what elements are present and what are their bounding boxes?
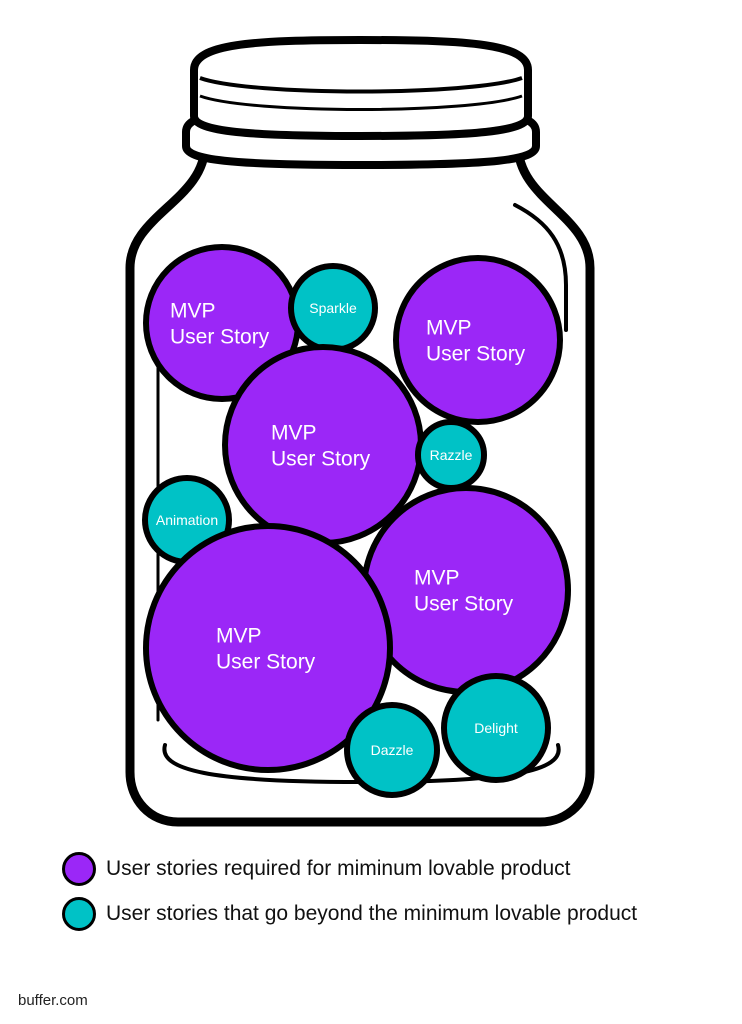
bubble-label: MVP [216,624,262,647]
mvp-bubble: MVP User Story [143,244,301,402]
beyond-bubble: Razzle [415,419,487,491]
mvp-bubble: MVP User Story [143,523,393,773]
bubble-circle [344,702,440,798]
bubble-label: User Story [426,342,526,365]
bubble-label: Razzle [430,447,473,463]
bubble-label: User Story [216,650,316,673]
bubble-circle [441,673,551,783]
lid-thread-1 [199,76,523,94]
bubble-label: MVP [414,566,460,589]
bubble-label: User Story [271,447,371,470]
mvp-bubble: MVP User Story [393,255,563,425]
beyond-bubble: Dazzle [344,702,440,798]
legend-label-mvp: User stories required for miminum lovabl… [106,857,571,880]
bubble-label: MVP [170,299,216,322]
bubble-label: MVP [271,421,317,444]
jar-lid [182,36,540,169]
legend-item-beyond: User stories that go beyond the minimum … [62,897,637,931]
bubble-label: Delight [474,720,518,736]
bubble-label: User Story [414,592,514,615]
legend-item-mvp: User stories required for miminum lovabl… [62,852,571,886]
legend-swatch-beyond [62,897,96,931]
beyond-bubble: Sparkle [288,263,378,353]
bubble-circle [393,255,563,425]
mvp-bubble: MVP User Story [222,344,424,546]
bubble-circle [143,523,393,773]
mvp-bubble: MVP User Story [361,485,571,695]
bubble-label: MVP [426,316,472,339]
lid-thread-2 [199,94,523,111]
source-credit: buffer.com [18,992,88,1009]
jar-lid-band [190,36,532,140]
beyond-bubble: Delight [441,673,551,783]
bubble-circle [222,344,424,546]
bubble-circle [361,485,571,695]
glass-highlight [513,203,568,332]
bubble-label: User Story [170,325,270,348]
bubble-label: Animation [156,512,218,528]
lid-thread-3 [193,120,529,137]
bubble-label: Dazzle [371,742,414,758]
bubble-label: Sparkle [309,300,357,316]
legend-label-beyond: User stories that go beyond the minimum … [106,902,638,925]
legend-swatch-mvp [62,852,96,886]
